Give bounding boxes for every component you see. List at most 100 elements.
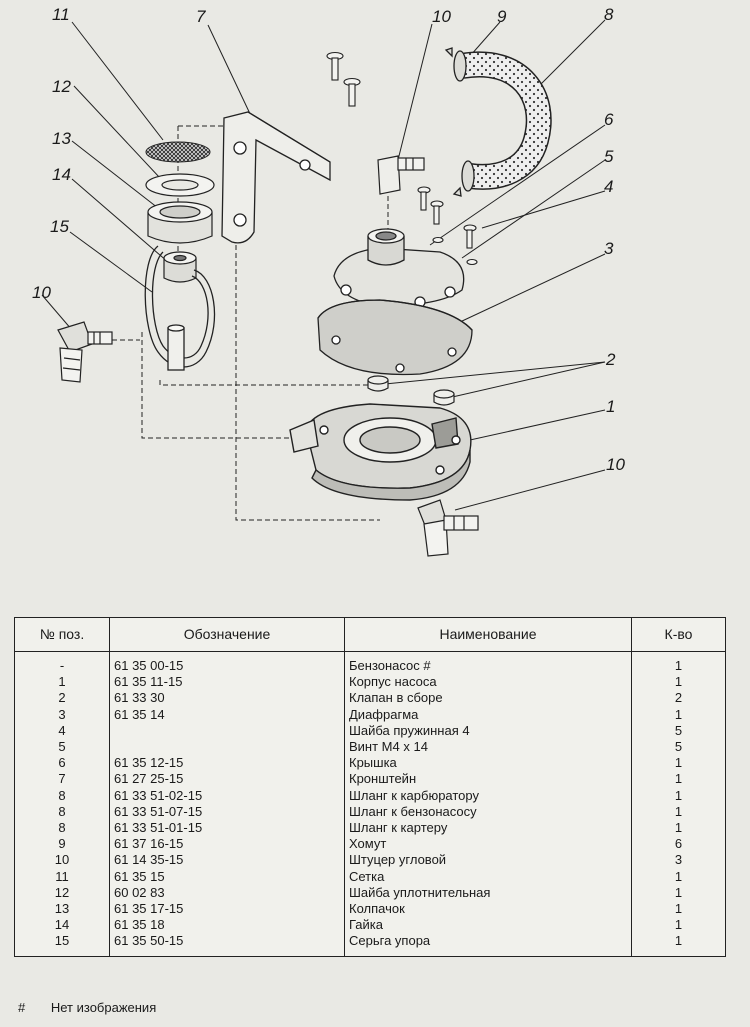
exploded-diagram: 11 7 10 9 8 12 6 13 5 14 4 15 3 10 2 1 1…	[32, 5, 625, 557]
callout-6: 6	[604, 110, 614, 129]
cell-quantity: 1	[631, 787, 726, 804]
header-position: № поз.	[14, 617, 110, 652]
cell-position: 9	[14, 836, 110, 853]
callout-9: 9	[497, 7, 507, 26]
cell-name: Штуцер угловой	[344, 852, 632, 869]
part-cap	[147, 201, 213, 244]
leader-lines	[41, 19, 606, 511]
cell-designation: 61 35 15	[109, 868, 345, 885]
cell-designation: 61 33 51-01-15	[109, 820, 345, 837]
callout-4: 4	[604, 177, 613, 196]
cell-name: Винт М4 х 14	[344, 739, 632, 756]
cell-position: 4	[14, 722, 110, 740]
footnote: # Нет изображения	[18, 1000, 156, 1015]
callout-12: 12	[52, 77, 71, 96]
cell-designation: 61 27 25-15	[109, 771, 345, 788]
callout-labels: 11 7 10 9 8 12 6 13 5 14 4 15 3 10 2 1 1…	[32, 5, 625, 474]
part-valves	[367, 375, 455, 406]
callout-5: 5	[604, 147, 614, 166]
cell-quantity: 1	[631, 651, 726, 675]
cell-position: 15	[14, 933, 110, 957]
cell-position: 7	[14, 771, 110, 788]
cell-name: Шайба пружинная 4	[344, 722, 632, 740]
part-screws-top	[326, 51, 361, 107]
cell-name: Шланг к карбюратору	[344, 787, 632, 804]
cell-quantity: 5	[631, 722, 726, 740]
callout-10-left: 10	[32, 283, 51, 302]
cell-designation: 61 33 30	[109, 690, 345, 707]
cell-name: Сетка	[344, 868, 632, 885]
cell-name: Шланг к картеру	[344, 820, 632, 837]
cell-position: 10	[14, 852, 110, 869]
cell-designation: 61 33 51-02-15	[109, 787, 345, 804]
part-pump-body	[289, 403, 472, 501]
cell-quantity: 1	[631, 755, 726, 772]
cell-designation: 61 35 50-15	[109, 933, 345, 957]
cell-quantity: 1	[631, 706, 726, 723]
cell-quantity: 1	[631, 868, 726, 885]
callout-11: 11	[52, 5, 70, 24]
part-angle-union-top	[377, 155, 425, 195]
cell-designation: 61 35 11-15	[109, 674, 345, 691]
part-angle-union-bottom	[417, 499, 479, 557]
parts-table: № поз. Обозначение Наименование К-во -61…	[14, 617, 726, 957]
cell-designation: 61 33 51-07-15	[109, 803, 345, 821]
part-clamps	[444, 47, 475, 197]
cell-designation: 60 02 83	[109, 884, 345, 902]
cell-quantity: 1	[631, 917, 726, 934]
cell-name: Шланг к бензонасосу	[344, 803, 632, 821]
cell-position: 6	[14, 755, 110, 772]
cell-quantity: 5	[631, 739, 726, 756]
cell-quantity: 1	[631, 771, 726, 788]
cell-name: Клапан в сборе	[344, 690, 632, 707]
cell-quantity: 1	[631, 901, 726, 918]
cell-name: Хомут	[344, 836, 632, 853]
part-cover	[333, 228, 465, 308]
cell-position: 5	[14, 739, 110, 756]
cell-position: 8	[14, 787, 110, 804]
part-bracket	[221, 111, 331, 244]
cell-designation: 61 37 16-15	[109, 836, 345, 853]
part-screws-washers	[417, 186, 478, 266]
cell-name: Крышка	[344, 755, 632, 772]
cell-designation: 61 35 12-15	[109, 755, 345, 772]
table-header-row: № поз. Обозначение Наименование К-во	[14, 617, 726, 652]
callout-8: 8	[604, 5, 614, 24]
cell-name: Шайба уплотнительная	[344, 884, 632, 902]
callout-3: 3	[604, 239, 614, 258]
cell-name: Колпачок	[344, 901, 632, 918]
cell-quantity: 1	[631, 884, 726, 902]
cell-quantity: 3	[631, 852, 726, 869]
cell-position: 14	[14, 917, 110, 934]
callout-13: 13	[52, 129, 71, 148]
part-sealing-washer	[145, 173, 215, 197]
cell-position: 8	[14, 803, 110, 821]
cell-designation	[109, 739, 345, 756]
part-angle-union-left	[57, 321, 113, 383]
header-quantity: К-во	[631, 617, 726, 652]
cell-position: -	[14, 651, 110, 675]
cell-designation: 61 35 17-15	[109, 901, 345, 918]
header-name: Наименование	[344, 617, 632, 652]
callout-14: 14	[52, 165, 71, 184]
part-hose	[459, 51, 552, 190]
part-screen-mesh	[145, 141, 211, 163]
cell-quantity: 1	[631, 820, 726, 837]
